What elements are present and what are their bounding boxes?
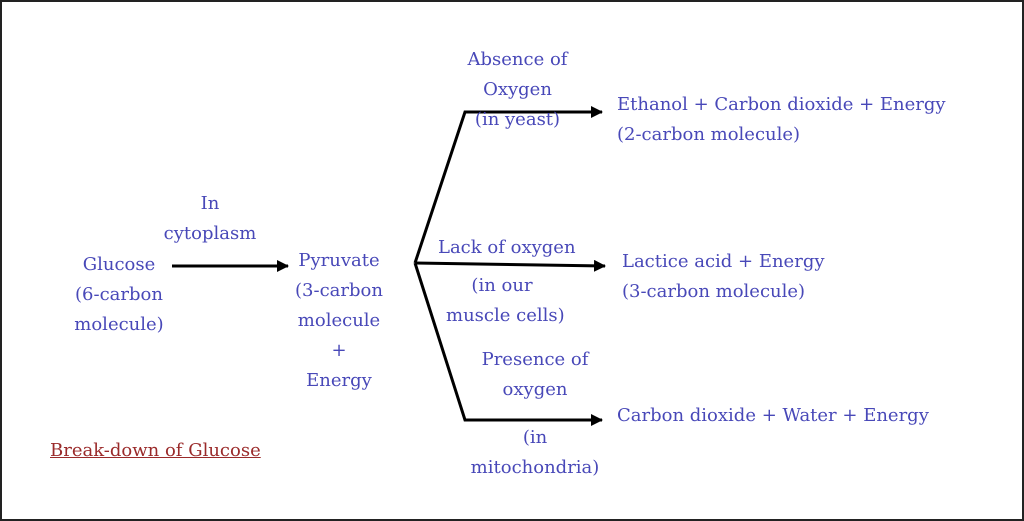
lack-of-oxygen-heading: Lack of oxygen	[438, 237, 576, 258]
diagram-title: Break-down of Glucose	[50, 440, 261, 461]
arrow-to-carbon-dioxide-water	[413, 262, 603, 426]
glucose-label: Glucose (6-carbon molecule)	[74, 254, 164, 335]
absence-of-oxygen-label: Absence of Oxygen (in yeast)	[467, 49, 568, 130]
carbon-dioxide-water-product-label: Carbon dioxide + Water + Energy	[617, 405, 929, 426]
lactic-acid-product-label: Lactice acid + Energy (3-carbon molecule…	[622, 251, 825, 302]
lack-of-oxygen-location: (in our muscle cells)	[446, 275, 565, 326]
pyruvate-label: Pyruvate (3-carbon molecule + Energy	[295, 250, 383, 391]
arrow-to-lactic-acid	[414, 259, 606, 272]
cytoplasm-label: In cytoplasm	[163, 193, 257, 244]
presence-of-oxygen-location: (in mitochondria)	[470, 427, 600, 478]
presence-of-oxygen-heading: Presence of oxygen	[481, 349, 589, 400]
ethanol-product-label: Ethanol + Carbon dioxide + Energy (2-car…	[617, 94, 946, 145]
arrow-to-ethanol	[413, 106, 603, 264]
